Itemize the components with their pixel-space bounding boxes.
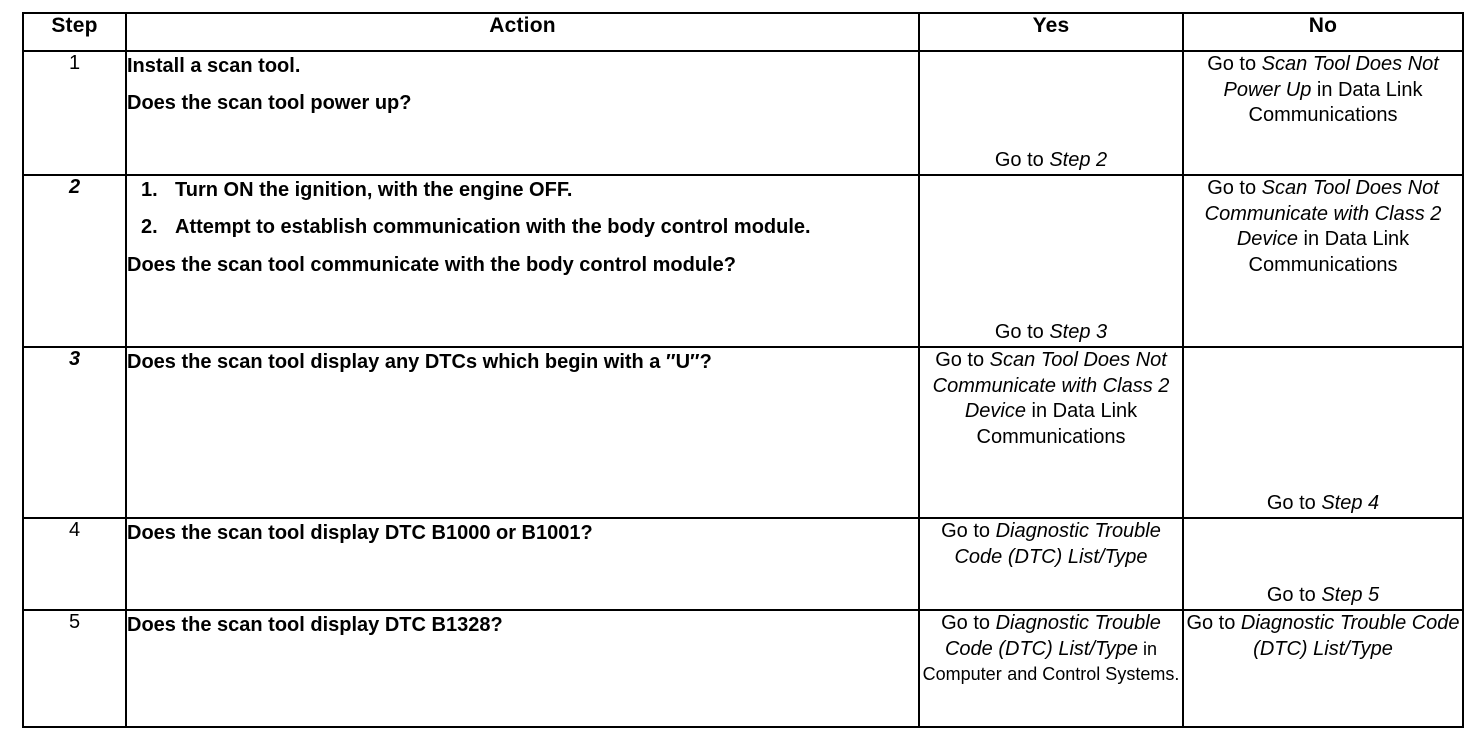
no-prefix: Go to [1266, 492, 1322, 515]
action-line: Does the scan tool display DTC B1328? [127, 614, 503, 636]
yes-text: Go to Step 3 [920, 320, 1182, 346]
list-item: Turn ON the ignition, with the engine OF… [141, 176, 573, 205]
step-number-cell: 3 [22, 346, 127, 519]
table-row: 1 Install a scan tool. Does the scan too… [22, 50, 1464, 176]
yes-reference: Diagnostic Trouble Code (DTC) List/Type [954, 520, 1161, 568]
table-row: 3 Does the scan tool display any DTCs wh… [22, 346, 1464, 519]
action-cell: Does the scan tool display DTC B1328? [125, 609, 920, 728]
yes-suffix: in Computer [922, 638, 1158, 685]
table-header-row: Step Action Yes No [22, 12, 1464, 52]
step-number-cell: 5 [22, 609, 127, 728]
yes-reference: Diagnostic Trouble Code (DTC) List/Type [944, 612, 1161, 660]
action-cell: Install a scan tool. Does the scan tool … [125, 50, 920, 176]
no-cell: Go to Scan Tool Does Not Power Up in Dat… [1182, 50, 1464, 176]
no-cell: Go to Step 5 [1182, 517, 1464, 611]
no-reference: Step 4 [1321, 492, 1380, 515]
action-cell: Does the scan tool display any DTCs whic… [125, 346, 920, 519]
yes-text: Go to Scan Tool Does Not Communicate wit… [920, 348, 1182, 450]
no-suffix: in Data Link Communications [1248, 228, 1410, 276]
yes-reference: Step 3 [1049, 321, 1108, 344]
no-reference: Scan Tool Does Not Communicate with Clas… [1204, 177, 1442, 251]
table-row: 2 Turn ON the ignition, with the engine … [22, 174, 1464, 348]
step-number: 5 [68, 611, 81, 633]
yes-tail: and Control Systems. [1007, 664, 1180, 685]
column-header-yes: Yes [918, 12, 1184, 52]
column-header-no: No [1182, 12, 1464, 52]
no-reference: Diagnostic Trouble Code (DTC) List/Type [1240, 612, 1460, 660]
no-reference: Step 5 [1321, 584, 1380, 607]
no-cell: Go to Diagnostic Trouble Code (DTC) List… [1182, 609, 1464, 728]
no-text: Go to Scan Tool Does Not Power Up in Dat… [1184, 52, 1462, 129]
yes-prefix: Go to [994, 149, 1050, 172]
yes-cell: Go to Step 3 [918, 174, 1184, 348]
yes-cell: Go to Diagnostic Trouble Code (DTC) List… [918, 609, 1184, 728]
yes-cell: Go to Diagnostic Trouble Code (DTC) List… [918, 517, 1184, 611]
action-line: Does the scan tool display any DTCs whic… [127, 351, 712, 373]
step-number-cell: 2 [22, 174, 127, 348]
action-line: Does the scan tool display DTC B1000 or … [127, 522, 593, 544]
no-cell: Go to Scan Tool Does Not Communicate wit… [1182, 174, 1464, 348]
table-row: 5 Does the scan tool display DTC B1328? … [22, 609, 1464, 728]
yes-text: Go to Diagnostic Trouble Code (DTC) List… [920, 611, 1182, 688]
yes-suffix: in Data Link Communications [976, 400, 1138, 448]
yes-prefix: Go to [935, 349, 990, 371]
no-prefix: Go to [1207, 177, 1262, 199]
step-number-cell: 1 [22, 50, 127, 176]
step-number: 2 [68, 176, 81, 198]
no-prefix: Go to [1186, 612, 1241, 634]
no-prefix: Go to [1266, 584, 1322, 607]
no-cell: Go to Step 4 [1182, 346, 1464, 519]
no-prefix: Go to [1207, 53, 1262, 75]
no-suffix: in Data Link Communications [1248, 78, 1423, 127]
step-number: 1 [68, 52, 81, 74]
list-item: Attempt to establish communication with … [141, 213, 811, 242]
step-number-cell: 4 [22, 517, 127, 611]
step-number: 4 [68, 519, 81, 541]
yes-cell: Go to Scan Tool Does Not Communicate wit… [918, 346, 1184, 519]
yes-text: Go to Step 2 [920, 148, 1182, 174]
action-numbered-list: Turn ON the ignition, with the engine OF… [127, 176, 918, 242]
action-cell: Does the scan tool display DTC B1000 or … [125, 517, 920, 611]
no-reference: Scan Tool Does Not Power Up [1223, 53, 1439, 101]
yes-reference: Step 2 [1049, 149, 1108, 172]
no-text: Go to Diagnostic Trouble Code (DTC) List… [1184, 611, 1462, 662]
action-line: Install a scan tool. [127, 55, 301, 77]
column-header-step: Step [22, 12, 127, 52]
table-row: 4 Does the scan tool display DTC B1000 o… [22, 517, 1464, 611]
yes-prefix: Go to [941, 520, 996, 542]
yes-prefix: Go to [941, 612, 996, 634]
yes-cell: Go to Step 2 [918, 50, 1184, 176]
no-text: Go to Scan Tool Does Not Communicate wit… [1184, 176, 1462, 278]
step-number: 3 [68, 348, 81, 370]
action-line: Does the scan tool power up? [127, 92, 412, 115]
column-header-action: Action [125, 12, 920, 52]
action-line: Does the scan tool communicate with the … [127, 253, 736, 276]
no-text: Go to Step 4 [1184, 491, 1462, 517]
yes-prefix: Go to [994, 321, 1050, 344]
diagnostic-system-check-table: Step Action Yes No 1 Install a scan tool… [22, 12, 1464, 728]
yes-text: Go to Diagnostic Trouble Code (DTC) List… [920, 519, 1182, 570]
no-text: Go to Step 5 [1184, 583, 1462, 609]
yes-reference: Scan Tool Does Not Communicate with Clas… [932, 349, 1170, 423]
action-cell: Turn ON the ignition, with the engine OF… [125, 174, 920, 348]
